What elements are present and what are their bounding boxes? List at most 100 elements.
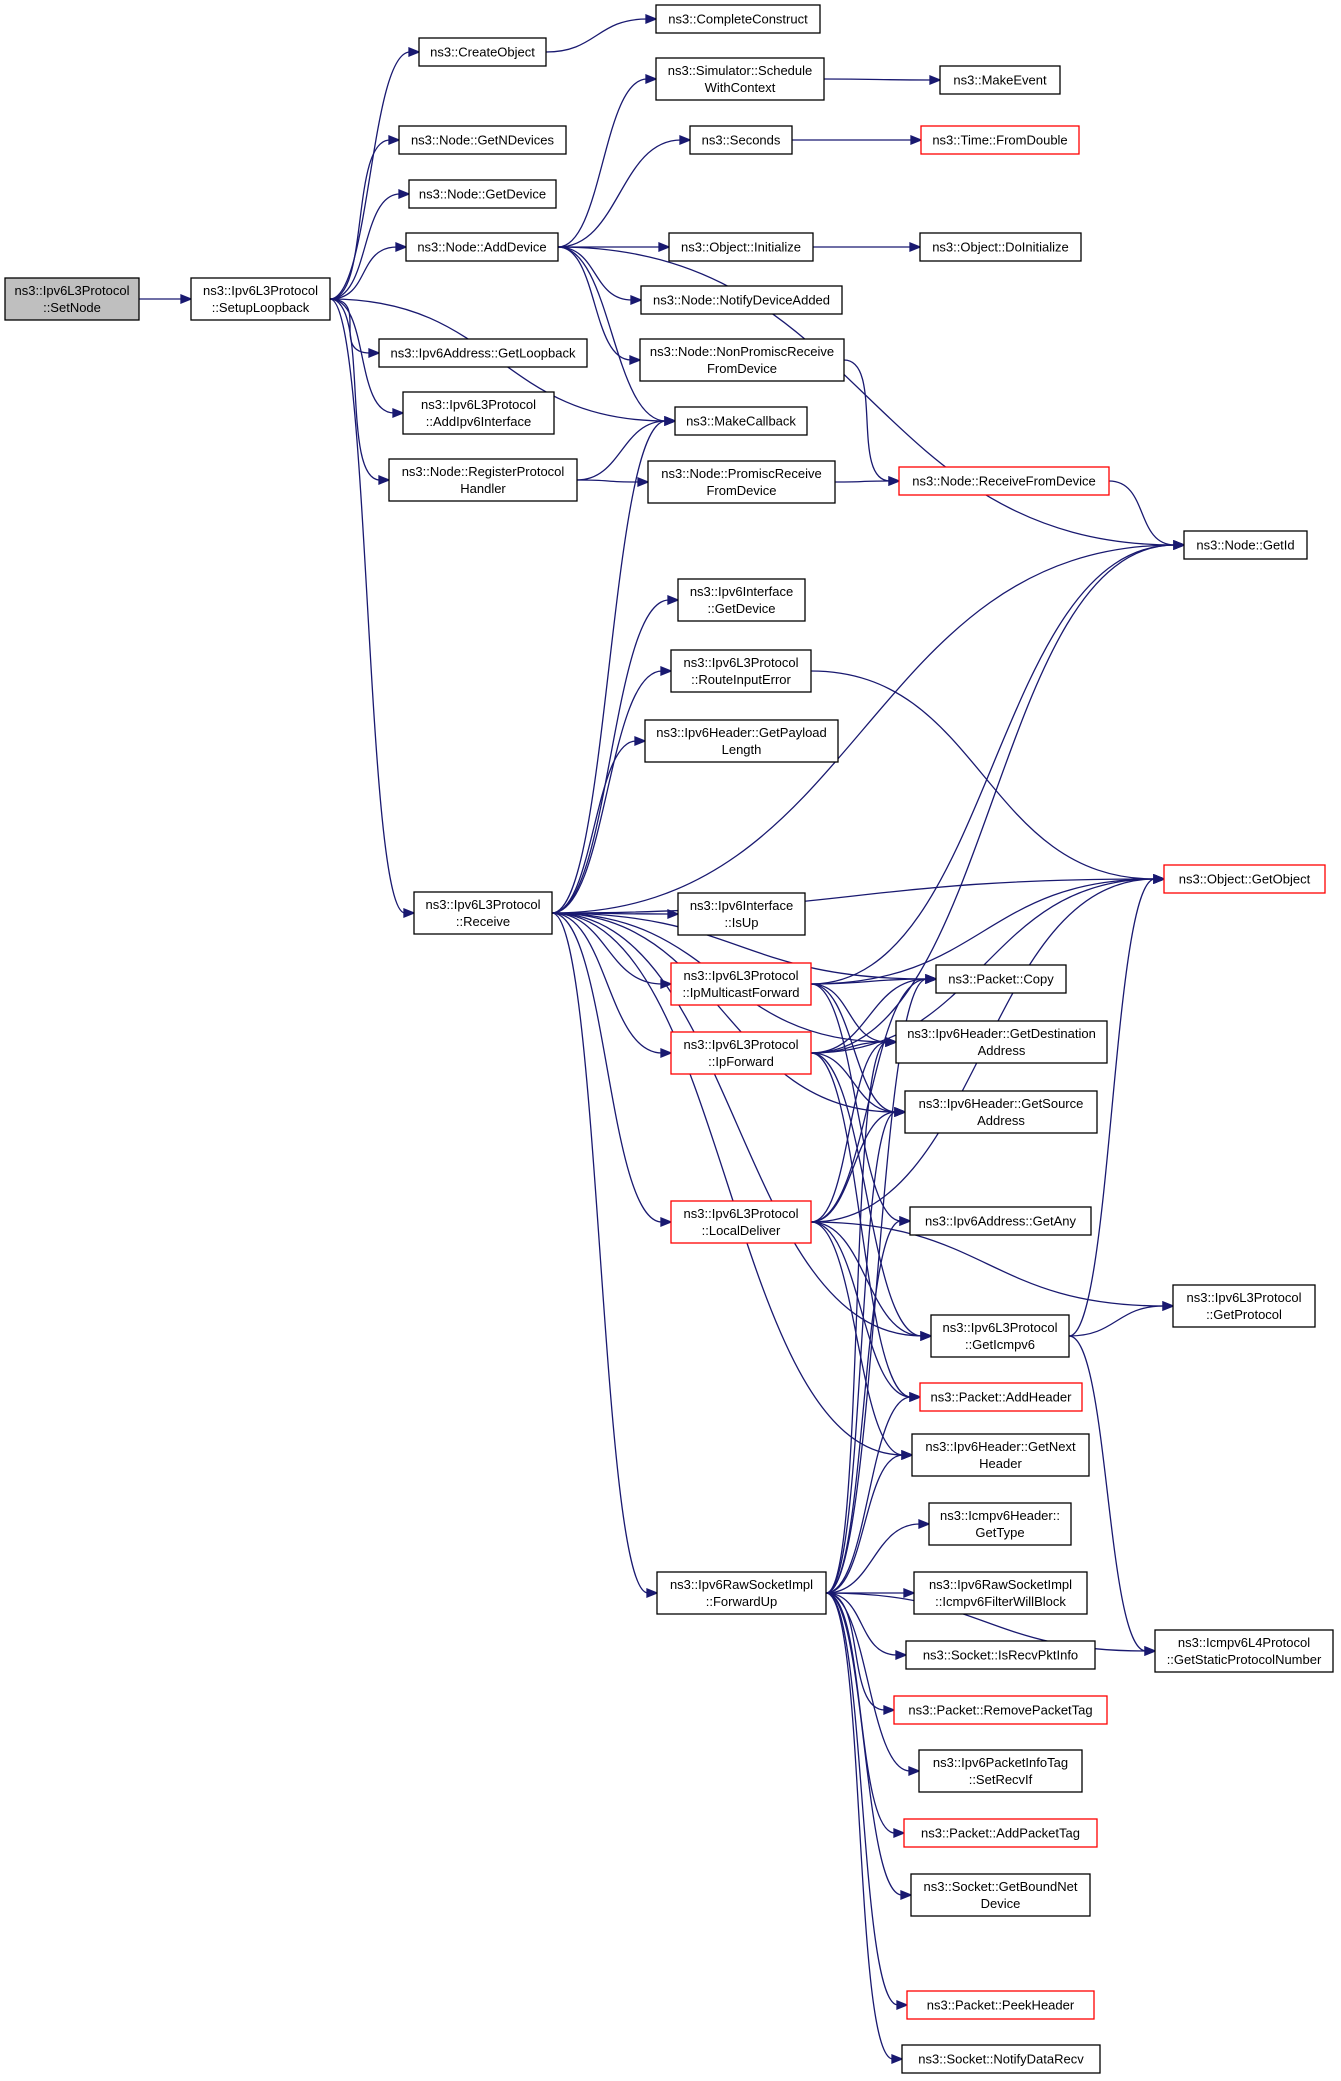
node-label-line: ns3::MakeEvent xyxy=(953,73,1047,88)
node-receivefromdevice[interactable]: ns3::Node::ReceiveFromDevice xyxy=(898,466,1110,496)
node-notifydatarecv[interactable]: ns3::Socket::NotifyDataRecv xyxy=(901,2044,1101,2074)
node-box xyxy=(668,232,814,262)
edge-forwardup-to-setrecvif xyxy=(825,1592,921,1776)
node-label-line: ns3::Object::Initialize xyxy=(681,240,801,255)
node-doinitialize[interactable]: ns3::Object::DoInitialize xyxy=(919,232,1082,262)
node-geticmpv6[interactable]: ns3::Ipv6L3Protocol::GetIcmpv6 xyxy=(930,1314,1070,1358)
node-label-line: ns3::Node::RegisterProtocol xyxy=(402,464,565,479)
node-ifgetdevice[interactable]: ns3::Ipv6Interface::GetDevice xyxy=(677,578,806,622)
edge-forwardup-to-getsrcaddr xyxy=(825,1107,907,1594)
node-makecallback[interactable]: ns3::MakeCallback xyxy=(674,406,808,436)
node-box xyxy=(918,1749,1083,1793)
node-getid[interactable]: ns3::Node::GetId xyxy=(1183,530,1308,560)
node-label-line: ns3::Ipv6Address::GetLoopback xyxy=(390,346,576,361)
node-box xyxy=(670,962,812,1006)
node-getloopback[interactable]: ns3::Ipv6Address::GetLoopback xyxy=(378,338,588,368)
node-label-line: Handler xyxy=(460,481,506,496)
node-label-line: ns3::Node::GetDevice xyxy=(419,187,546,202)
node-label-line: ns3::Ipv6Header::GetDestination xyxy=(907,1026,1096,1041)
node-ipmulticastforward[interactable]: ns3::Ipv6L3Protocol::IpMulticastForward xyxy=(670,962,812,1006)
edge-receive-to-localdeliver xyxy=(551,912,673,1227)
edge-forwardup-to-addheader xyxy=(825,1392,922,1594)
edge-adddevice-to-notifydeviceadded xyxy=(557,246,643,305)
node-getany[interactable]: ns3::Ipv6Address::GetAny xyxy=(909,1206,1092,1236)
node-addpackettag[interactable]: ns3::Packet::AddPacketTag xyxy=(903,1818,1098,1848)
node-getprotocol[interactable]: ns3::Ipv6L3Protocol::GetProtocol xyxy=(1172,1284,1316,1328)
edge-promisc-to-receivefromdevice xyxy=(834,476,901,486)
node-isup[interactable]: ns3::Ipv6Interface::IsUp xyxy=(677,892,806,936)
node-label-line: ns3::Object::GetObject xyxy=(1179,872,1311,887)
node-removepackettag[interactable]: ns3::Packet::RemovePacketTag xyxy=(893,1695,1108,1725)
node-box xyxy=(674,406,808,436)
node-box xyxy=(670,1200,812,1244)
node-icmpgettype[interactable]: ns3::Icmpv6Header::GetType xyxy=(928,1502,1072,1546)
node-label-line: ns3::Icmpv6L4Protocol xyxy=(1178,1635,1310,1650)
node-box xyxy=(919,1382,1083,1412)
edge-receive-to-getobject xyxy=(551,874,1166,914)
node-packetcopy[interactable]: ns3::Packet::Copy xyxy=(935,964,1067,994)
node-getndevices[interactable]: ns3::Node::GetNDevices xyxy=(398,125,567,155)
node-label-line: ns3::MakeCallback xyxy=(686,414,796,429)
node-notifydeviceadded[interactable]: ns3::Node::NotifyDeviceAdded xyxy=(640,285,843,315)
node-box xyxy=(939,65,1061,95)
edge-schedulewc-to-makeevent xyxy=(823,75,942,85)
node-routeinputerror[interactable]: ns3::Ipv6L3Protocol::RouteInputError xyxy=(670,649,812,693)
edge-receive-to-forwardup xyxy=(551,912,659,1598)
node-adddevice[interactable]: ns3::Node::AddDevice xyxy=(405,232,559,262)
node-isrecvpktinfo[interactable]: ns3::Socket::IsRecvPktInfo xyxy=(905,1640,1096,1670)
edge-registerprotocol-to-promisc xyxy=(576,477,650,487)
node-localdeliver[interactable]: ns3::Ipv6L3Protocol::LocalDeliver xyxy=(670,1200,812,1244)
node-setrecvif[interactable]: ns3::Ipv6PacketInfoTag::SetRecvIf xyxy=(918,1749,1083,1793)
node-ipforward[interactable]: ns3::Ipv6L3Protocol::IpForward xyxy=(670,1031,812,1075)
node-box xyxy=(4,277,140,321)
node-fromdouble[interactable]: ns3::Time::FromDouble xyxy=(920,125,1080,155)
node-seconds[interactable]: ns3::Seconds xyxy=(689,125,793,155)
edge-adddevice-to-schedulewc xyxy=(557,74,658,248)
node-peekheader[interactable]: ns3::Packet::PeekHeader xyxy=(906,1990,1095,2020)
node-label-line: Address xyxy=(977,1113,1025,1128)
node-initialize[interactable]: ns3::Object::Initialize xyxy=(668,232,814,262)
node-label-line: ::RouteInputError xyxy=(691,672,791,687)
node-box xyxy=(1183,530,1308,560)
node-addipv6interface[interactable]: ns3::Ipv6L3Protocol::AddIpv6Interface xyxy=(402,391,555,435)
node-label-line: ns3::Ipv6Header::GetSource xyxy=(919,1096,1084,1111)
node-box xyxy=(639,338,845,382)
node-receive[interactable]: ns3::Ipv6L3Protocol::Receive xyxy=(413,891,553,935)
node-completeconstruct[interactable]: ns3::CompleteConstruct xyxy=(655,4,821,34)
node-label-line: ns3::Ipv6Address::GetAny xyxy=(925,1214,1077,1229)
edge-adddevice-to-initialize xyxy=(558,242,671,252)
node-label-line: ns3::Socket::GetBoundNet xyxy=(924,1879,1078,1894)
edge-setuploopback-to-createobject xyxy=(329,47,421,300)
node-box xyxy=(919,232,1082,262)
node-createobject[interactable]: ns3::CreateObject xyxy=(418,37,547,67)
node-box xyxy=(909,1206,1092,1236)
node-setuploopback[interactable]: ns3::Ipv6L3Protocol::SetupLoopback xyxy=(190,277,331,321)
node-setnode[interactable]: ns3::Ipv6L3Protocol::SetNode xyxy=(4,277,140,321)
node-label-line: ::IpForward xyxy=(708,1054,774,1069)
node-label-line: ::Receive xyxy=(456,914,510,929)
node-label-line: ::SetRecvIf xyxy=(969,1772,1033,1787)
node-makeevent[interactable]: ns3::MakeEvent xyxy=(939,65,1061,95)
node-label-line: ns3::CreateObject xyxy=(430,45,535,60)
node-getobject[interactable]: ns3::Object::GetObject xyxy=(1163,864,1326,894)
node-label-line: ::GetIcmpv6 xyxy=(965,1337,1035,1352)
node-getstaticprotocol[interactable]: ns3::Icmpv6L4Protocol::GetStaticProtocol… xyxy=(1154,1629,1334,1673)
node-getdevice[interactable]: ns3::Node::GetDevice xyxy=(408,179,557,209)
edge-forwardup-to-notifydatarecv xyxy=(825,1592,904,2064)
node-addheader[interactable]: ns3::Packet::AddHeader xyxy=(919,1382,1083,1412)
node-label-line: FromDevice xyxy=(707,361,777,376)
node-filterwillblock[interactable]: ns3::Ipv6RawSocketImpl::Icmpv6FilterWill… xyxy=(913,1571,1088,1615)
node-forwardup[interactable]: ns3::Ipv6RawSocketImpl::ForwardUp xyxy=(656,1571,827,1615)
node-label-line: ns3::Ipv6L3Protocol xyxy=(203,283,318,298)
node-label-line: Device xyxy=(981,1896,1021,1911)
